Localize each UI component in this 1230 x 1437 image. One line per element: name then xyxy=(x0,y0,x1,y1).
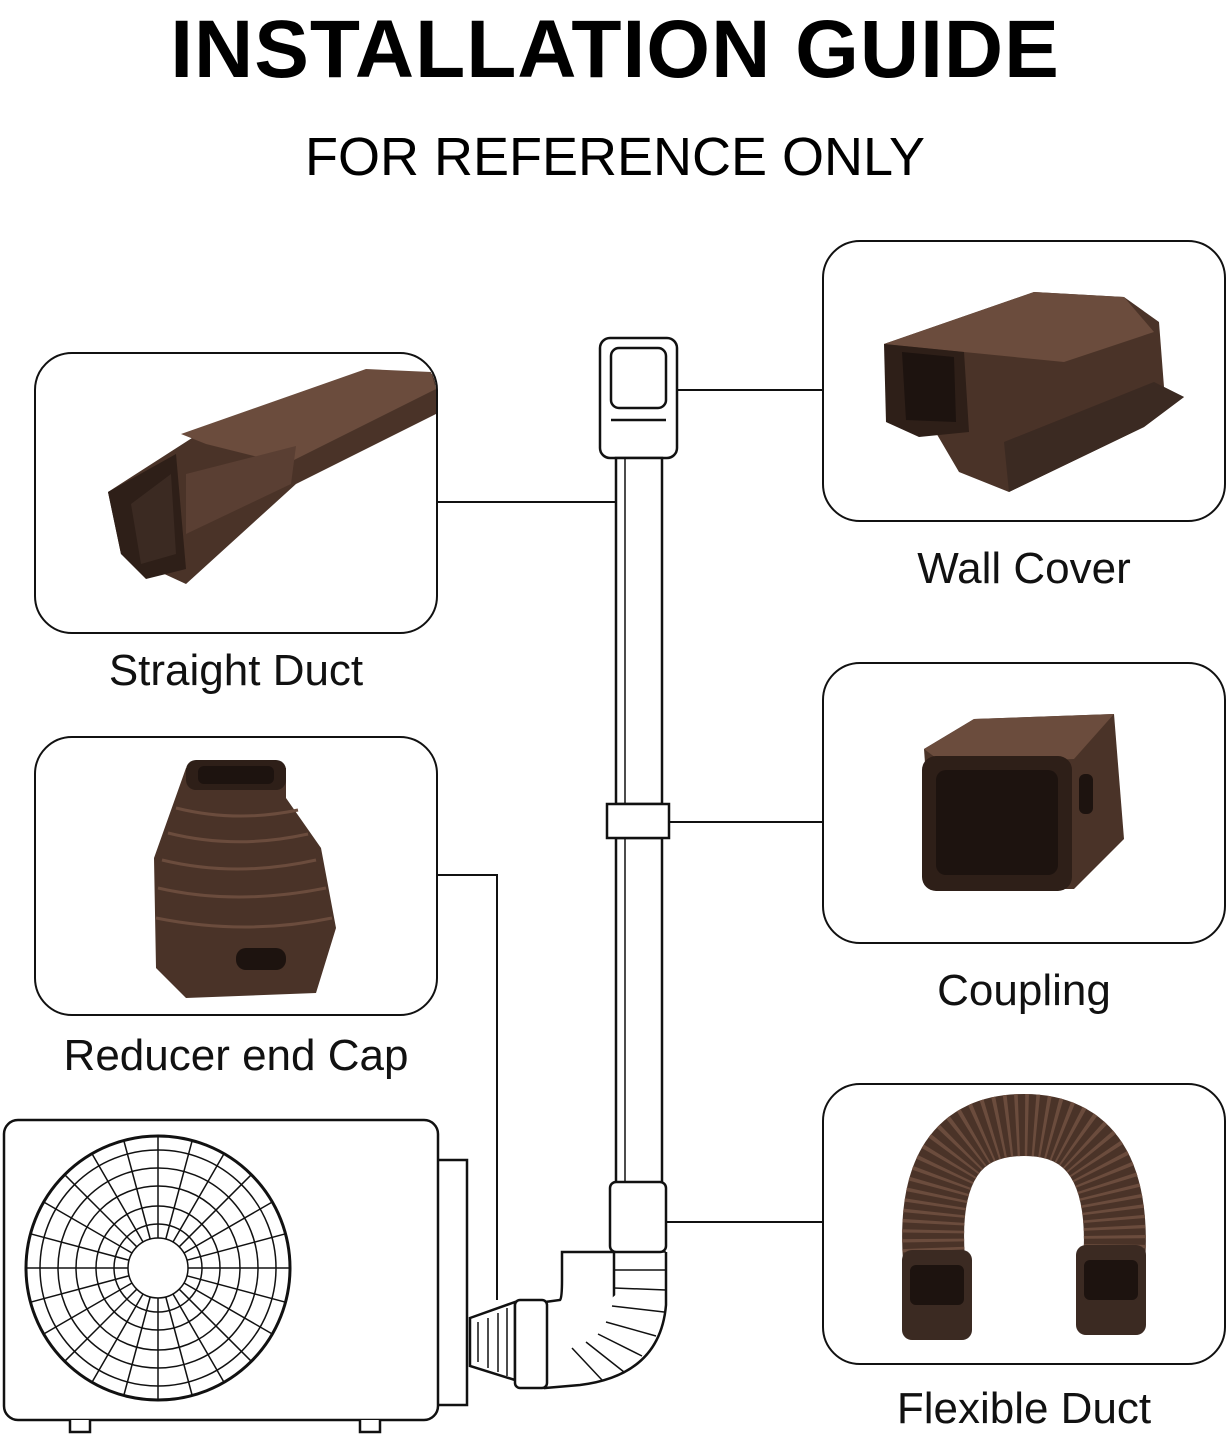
fan-grille-spokes xyxy=(26,1136,290,1400)
flexible-duct-card xyxy=(822,1083,1226,1365)
straight-duct-label: Straight Duct xyxy=(108,646,364,695)
page-subtitle: FOR REFERENCE ONLY xyxy=(304,127,926,187)
reducer-outline xyxy=(468,1298,549,1390)
fan-spoke xyxy=(43,1282,133,1335)
outdoor-unit xyxy=(2,1118,469,1434)
fan-spoke xyxy=(64,1174,138,1248)
page-title: INSTALLATION GUIDE xyxy=(170,4,1060,95)
fan-spoke xyxy=(123,1140,151,1240)
fan-spoke xyxy=(123,1296,151,1396)
fan-spoke xyxy=(172,1153,225,1243)
flexible-duct-image xyxy=(902,1093,1146,1340)
fan-spoke xyxy=(43,1201,133,1254)
coupling-outline xyxy=(605,802,671,840)
wall-cover-image xyxy=(884,292,1184,492)
reducer-end-cap-image xyxy=(154,760,336,998)
coupling-card xyxy=(822,662,1226,944)
fan-spoke xyxy=(64,1288,138,1362)
fan-spoke xyxy=(178,1288,252,1362)
fan-spoke xyxy=(183,1282,273,1335)
connector-reducer xyxy=(437,874,498,1300)
fan-spoke xyxy=(30,1275,130,1303)
fan-spoke xyxy=(186,1275,286,1303)
fan-spoke xyxy=(178,1174,252,1248)
fan-spoke xyxy=(30,1233,130,1261)
fan-spoke xyxy=(165,1296,193,1396)
wall-cover-label: Wall Cover xyxy=(917,544,1131,593)
straight-duct-image xyxy=(108,369,436,584)
wall-cover-card xyxy=(822,240,1226,522)
coupling-image xyxy=(922,714,1124,891)
flexible-duct-label: Flexible Duct xyxy=(896,1384,1152,1433)
fan-spoke xyxy=(165,1140,193,1240)
coupling-label: Coupling xyxy=(937,966,1111,1015)
wall-cover-outline xyxy=(598,336,679,460)
fan-spoke xyxy=(186,1233,286,1261)
fan-spoke xyxy=(91,1153,144,1243)
reducer-end-cap-label: Reducer end Cap xyxy=(63,1031,409,1080)
fan-spoke xyxy=(91,1293,144,1383)
reducer-end-cap-card xyxy=(34,736,438,1016)
fan-spoke xyxy=(183,1201,273,1254)
straight-duct-card xyxy=(34,352,438,634)
fan-spoke xyxy=(172,1293,225,1383)
flexible-duct-outline xyxy=(543,1180,668,1390)
straight-duct-outline xyxy=(614,456,664,1186)
